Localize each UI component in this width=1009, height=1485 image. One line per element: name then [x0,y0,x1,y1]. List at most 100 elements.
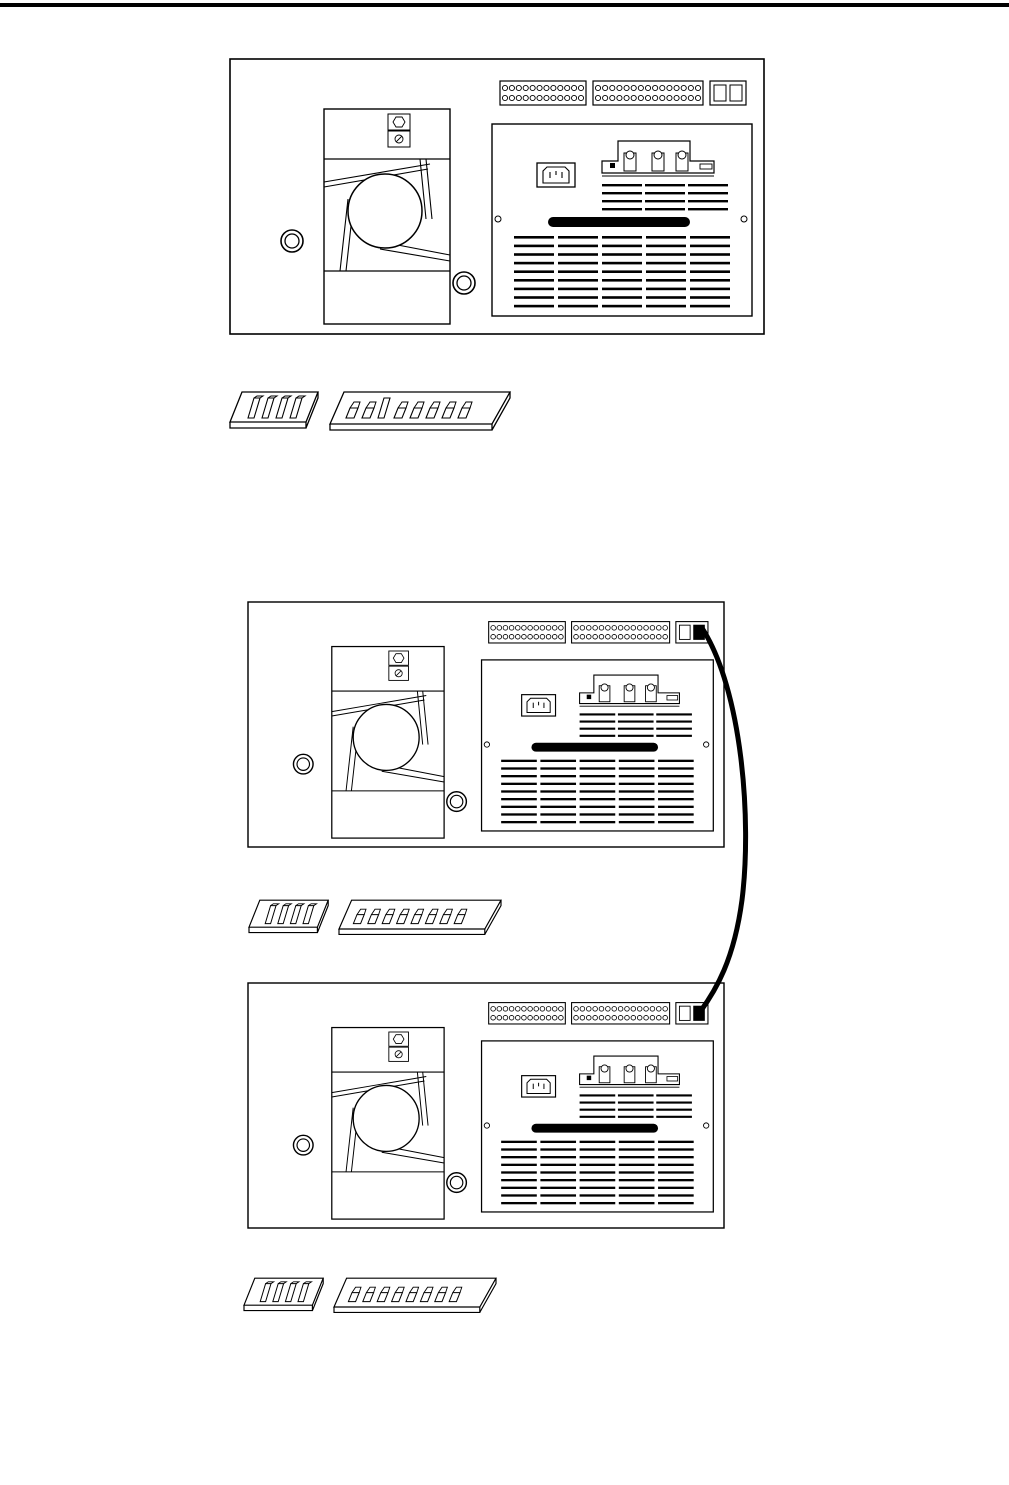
dip-switch [454,915,465,924]
header-rule [0,3,1009,7]
mounting-hole [293,1135,313,1155]
fuse-holder [624,151,636,171]
terminal-block [489,622,566,643]
dip-switch [397,915,408,924]
screw [703,1123,708,1128]
dip-switch [394,408,406,418]
fuse-holder [624,684,635,702]
dip-switch [382,915,393,924]
screw [703,742,708,747]
fuse-holder [676,151,688,171]
fuse-holder [646,1065,657,1083]
dip-switch [435,1293,446,1302]
network-ports [710,81,746,105]
port-left [679,625,690,639]
dip-bank-8 [339,900,501,934]
power-inlet [537,163,575,187]
fan-module [324,109,450,324]
dip-switch-set-c [244,1278,496,1312]
dip-switch [348,1293,359,1302]
mounting-hole [293,754,313,774]
port-left [679,1006,690,1020]
screw [484,1123,489,1128]
fuse-strip [602,141,714,176]
vent-grille-upper [580,1094,692,1118]
power-supply [482,1041,714,1212]
fuse-holder [646,684,657,702]
fuse-holder [624,1065,635,1083]
dip-switch [442,408,454,418]
dip-bank-8 [330,392,510,430]
dip-switch [392,1293,403,1302]
mounting-hole [447,1173,467,1193]
fuse-strip [580,1056,680,1087]
vent-grille-upper [602,184,728,210]
dip-switch [353,915,364,924]
dip-switch [260,1284,271,1302]
fan-rotor [353,1085,419,1151]
mounting-hole [453,272,475,294]
vent-grille-lower [501,1141,694,1205]
power-supply [492,124,752,316]
port-right [730,85,742,101]
rear-panel-unit-c [248,983,724,1228]
terminal-block [572,1003,670,1024]
vent-grille-upper [580,713,692,737]
terminal-block [500,81,586,105]
vent-grille-lower [514,236,730,307]
dip-switch [458,408,470,418]
dip-switch [406,1293,417,1302]
dip-switch [290,398,302,418]
terminal-block [572,622,670,643]
dip-switch [278,906,289,924]
dip-switch [276,398,288,418]
dip-switch [411,915,422,924]
dip-switch [303,906,314,924]
dip-switch [346,408,358,418]
dip-switch [378,398,390,418]
terminal-block [489,1003,566,1024]
dip-bank-4 [244,1278,323,1310]
dip-switch-set-a [230,392,510,430]
dip-switch [368,915,379,924]
vent-slot [531,743,658,752]
mounting-hole [447,792,467,812]
adjust-nut [389,651,409,665]
dip-switch [265,906,276,924]
fuse-holder [599,1065,610,1083]
power-inlet [522,1076,556,1097]
fuse-holder [652,151,664,171]
dip-switch [248,398,260,418]
dip-switch-set-b [249,900,501,934]
rear-panel-unit-b [248,602,724,847]
dip-switch [290,906,301,924]
vent-slot [548,217,690,227]
dip-switch [420,1293,431,1302]
terminal-block [593,81,703,105]
adjust-nut [389,1032,409,1046]
fuse-strip [580,675,680,706]
fan-module [332,1028,444,1220]
mounting-hole [281,230,303,252]
power-inlet [522,695,556,716]
link-cable [700,628,746,1012]
fan-rotor [348,174,422,248]
port-left [714,85,726,101]
vent-grille-lower [501,760,694,824]
dip-bank-8 [334,1278,496,1312]
rear-panel-unit-a [230,59,764,334]
power-supply [482,660,714,831]
dip-switch [273,1284,284,1302]
adjust-nut [388,114,410,130]
fan-rotor [353,704,419,770]
vent-slot [531,1124,658,1133]
dip-switch [426,408,438,418]
dip-switch [377,1293,388,1302]
dip-switch [410,408,422,418]
dip-switch [425,915,436,924]
fuse-holder [599,684,610,702]
dip-switch [363,1293,374,1302]
dip-switch [298,1284,309,1302]
